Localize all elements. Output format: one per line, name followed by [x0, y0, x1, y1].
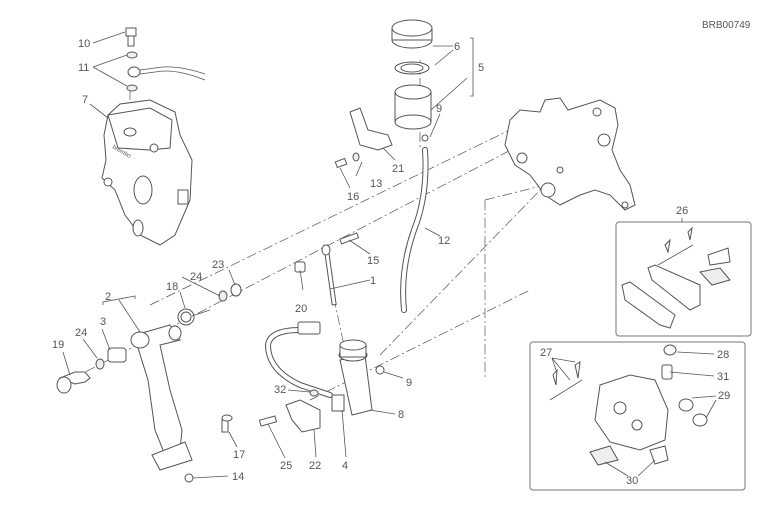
- callout-25: 25: [280, 460, 292, 472]
- pad-kit-box: [615, 221, 752, 337]
- brake-fluid-reservoir: [391, 19, 433, 142]
- callout-5: 5: [478, 62, 484, 74]
- rear-master-cylinder: [258, 232, 385, 433]
- callout-30: 30: [626, 475, 638, 487]
- callout-26: 26: [676, 205, 688, 217]
- callout-16: 16: [347, 191, 359, 203]
- callout-7: 7: [82, 94, 88, 106]
- rear-brake-caliper: brembo: [101, 99, 193, 246]
- callout-24b: 24: [75, 327, 87, 339]
- callout-labels: 10 11 7 6 5 9 21 13 16 12 15 1 20 23 24 …: [52, 38, 730, 487]
- caliper-kit-box: [529, 341, 746, 491]
- callout-9a: 9: [436, 103, 442, 115]
- leader-lines: [62, 31, 717, 479]
- callout-19: 19: [52, 339, 64, 351]
- callout-23: 23: [212, 259, 224, 271]
- callout-32: 32: [274, 384, 286, 396]
- reservoir-bracket: [334, 107, 393, 169]
- callout-13: 13: [370, 178, 382, 190]
- callout-3: 3: [100, 316, 106, 328]
- callout-24a: 24: [190, 271, 202, 283]
- callout-4: 4: [342, 460, 348, 472]
- callout-12: 12: [438, 235, 450, 247]
- brake-pedal: [56, 283, 242, 483]
- callout-31: 31: [717, 371, 729, 383]
- callout-11: 11: [78, 62, 89, 74]
- banjo-bolt-assembly: [125, 27, 206, 92]
- callout-22: 22: [309, 460, 321, 472]
- callout-15: 15: [367, 255, 379, 267]
- callout-18: 18: [166, 281, 178, 293]
- callout-1: 1: [370, 275, 376, 287]
- callout-21: 21: [392, 163, 404, 175]
- callout-14: 14: [232, 471, 244, 483]
- callout-27: 27: [540, 347, 552, 359]
- callout-29: 29: [718, 390, 730, 402]
- reservoir-hose: [400, 147, 429, 313]
- callout-6: 6: [454, 41, 460, 53]
- callout-10: 10: [78, 38, 90, 50]
- callout-28: 28: [717, 349, 729, 361]
- drawing-code: BRB00749: [702, 20, 751, 31]
- callout-17: 17: [233, 449, 245, 461]
- footpeg-bracket: [504, 97, 636, 211]
- callout-20: 20: [295, 303, 307, 315]
- callout-9b: 9: [406, 377, 412, 389]
- callout-2: 2: [105, 291, 111, 303]
- callout-8: 8: [398, 409, 404, 421]
